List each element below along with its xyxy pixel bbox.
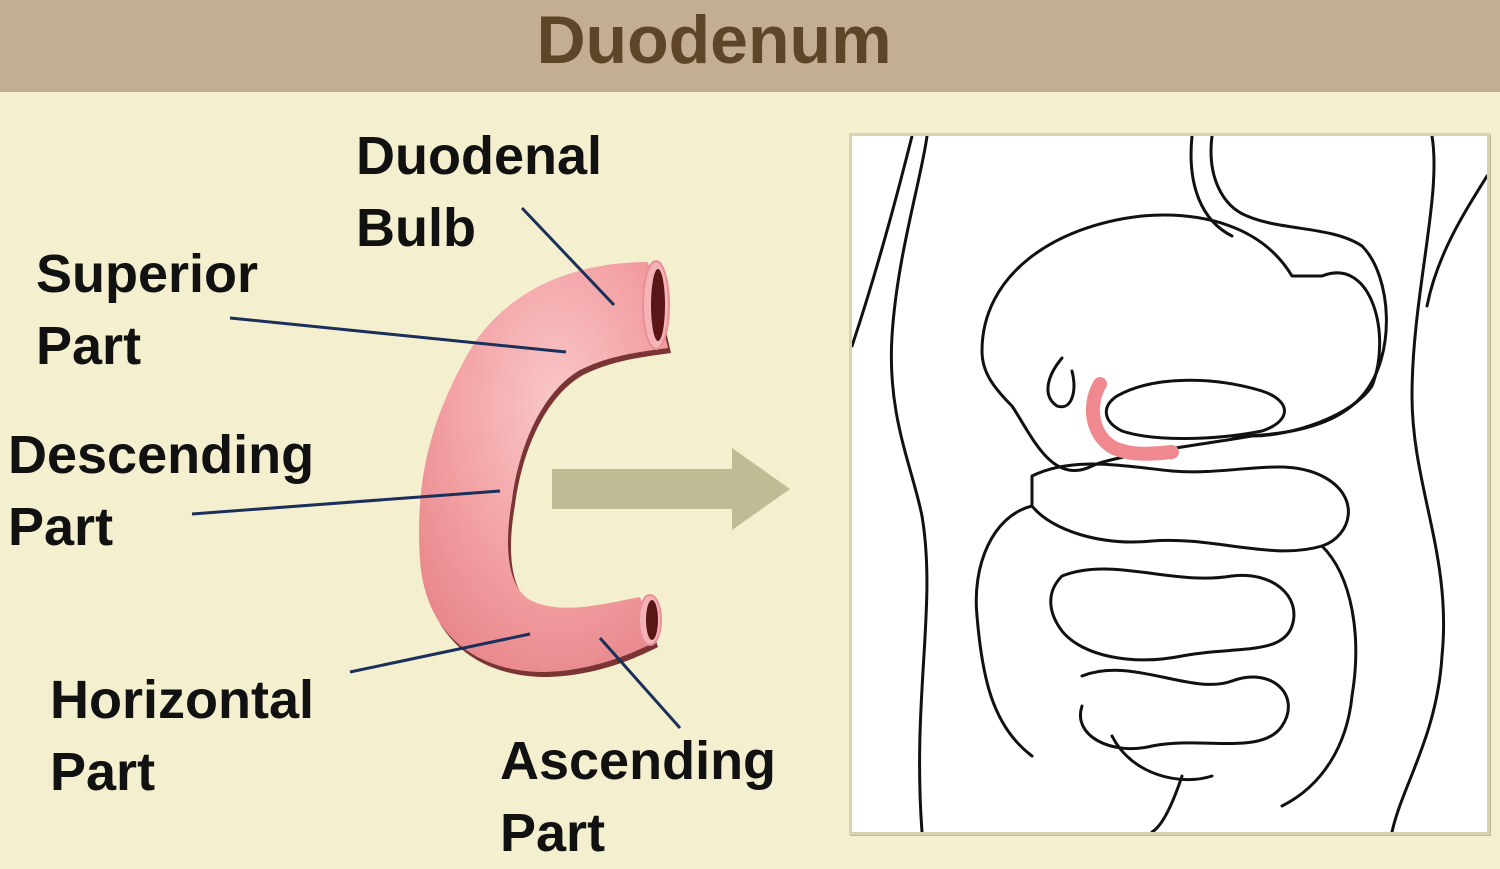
transverse-colon (1030, 462, 1350, 553)
abdomen-illustration (852, 136, 1487, 832)
leader-line-superior-part (229, 316, 567, 354)
leader-line-ascending-part (598, 637, 682, 729)
ascending-colon (974, 504, 1034, 758)
body-outline-right (1425, 174, 1487, 308)
rectum (1150, 774, 1184, 832)
leader-line-descending-part (191, 489, 501, 516)
liver (980, 213, 1382, 473)
duodenum-tube (419, 262, 668, 672)
duodenum-illustration (419, 260, 671, 677)
right-arrow-icon (552, 448, 790, 530)
leader-line-duodenal-bulb (520, 206, 616, 307)
body-outline-left (852, 136, 914, 348)
descending-colon (1280, 544, 1358, 808)
page-title: Duodenum (536, 2, 892, 78)
leader-line-horizontal-part (349, 632, 531, 674)
stomach (1209, 136, 1388, 438)
gallbladder (1046, 356, 1076, 409)
duodenum-highlight (1085, 377, 1179, 461)
anatomy-panel (849, 133, 1490, 835)
title-bar: Duodenum (0, 0, 1500, 92)
small-intestine (1049, 567, 1296, 662)
pancreas (1104, 378, 1286, 440)
